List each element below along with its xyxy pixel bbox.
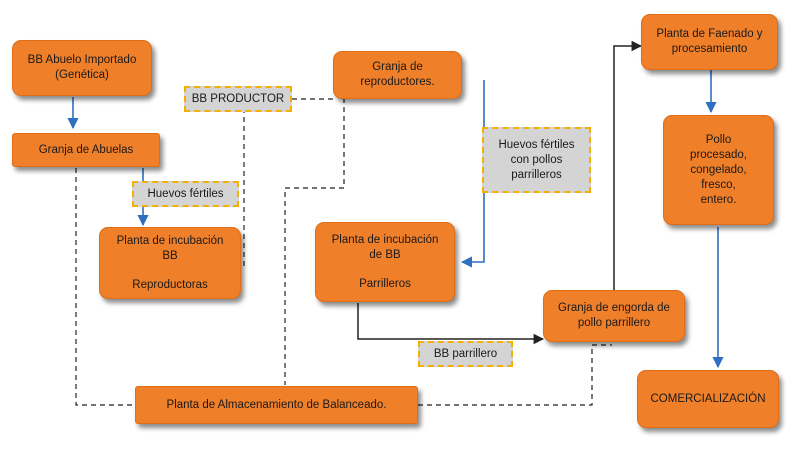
node-granja-engorda: Granja de engorda de pollo parrillero <box>543 290 685 342</box>
node-almacenamiento: Planta de Almacenamiento de Balanceado. <box>135 386 418 424</box>
tag-bb-productor: BB PRODUCTOR <box>184 86 292 112</box>
arrow-engorda-to-faenado <box>613 40 643 290</box>
node-incubacion-parrilleros: Planta de incubación de BB Parrilleros <box>315 222 455 302</box>
node-pollo-procesado: Pollo procesado, congelado, fresco, ente… <box>663 115 774 225</box>
tag-bb-parrillero: BB parrillero <box>418 341 513 367</box>
dash-reproductores-to-almacen <box>284 98 345 385</box>
node-granja-reproductores: Granja de reproductores. <box>333 51 462 99</box>
node-incubacion-reproductoras: Planta de incubación BB Reproductoras <box>99 227 241 299</box>
tag-huevos-parrilleros: Huevos fértiles con pollos parrilleros <box>482 127 591 193</box>
dash-abuelas-to-almacen <box>75 168 135 406</box>
node-bb-abuelo: BB Abuelo Importado (Genética) <box>12 40 152 96</box>
dash-almacen-to-engorda <box>418 344 612 406</box>
node-comercializacion: COMERCIALIZACIÓN <box>637 370 779 428</box>
node-planta-faenado: Planta de Faenado y procesamiento <box>641 14 778 70</box>
node-granja-abuelas: Granja de Abuelas <box>12 133 160 167</box>
tag-huevos-fertiles: Huevos fértiles <box>132 181 239 207</box>
arrow-reproductores-to-parrilleros <box>460 80 485 268</box>
arrow-parrilleros-to-engorda <box>357 303 545 345</box>
